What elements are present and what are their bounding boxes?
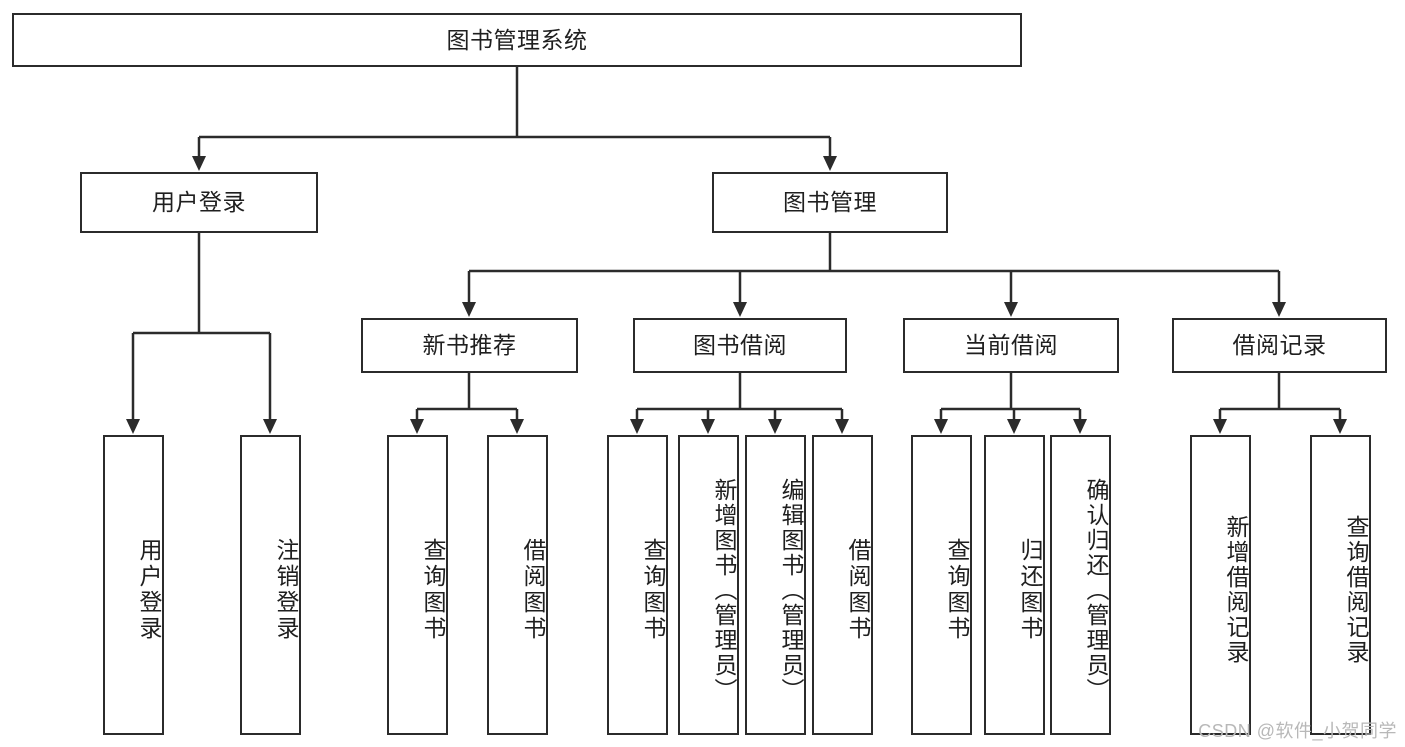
node-book-borrow-label: 图书借阅: [693, 332, 787, 359]
node-book-management-label: 图书管理: [783, 189, 877, 216]
arrow-head-icon: [263, 419, 277, 434]
csdn-watermark: CSDN @软件_小贺同学: [1198, 721, 1397, 741]
arrow-head-icon: [630, 419, 644, 434]
node-leaf-query-book-current[interactable]: 查询图书: [911, 435, 972, 735]
node-leaf-add-borrow-record[interactable]: 新增借阅记录: [1190, 435, 1251, 735]
arrow-head-icon: [1004, 302, 1018, 317]
node-borrow-record[interactable]: 借阅记录: [1172, 318, 1387, 373]
node-leaf-confirm-return-admin-label: 确认归还（管理员）: [1083, 477, 1109, 703]
node-user-login[interactable]: 用户登录: [80, 172, 318, 233]
node-leaf-add-book-admin-label: 新增图书（管理员）: [711, 477, 737, 703]
node-leaf-return-book-label: 归还图书: [1017, 538, 1043, 642]
node-borrow-record-label: 借阅记录: [1232, 332, 1327, 359]
node-leaf-logout-label: 注销登录: [273, 538, 299, 642]
arrow-head-icon: [823, 156, 837, 171]
arrow-head-icon: [934, 419, 948, 434]
arrow-head-icon: [192, 156, 206, 171]
node-leaf-edit-book-admin-label: 编辑图书（管理员）: [778, 477, 804, 703]
arrow-head-icon: [768, 419, 782, 434]
node-current-borrow[interactable]: 当前借阅: [903, 318, 1119, 373]
arrow-head-icon: [462, 302, 476, 317]
node-leaf-borrow-book-rec-label: 借阅图书: [520, 538, 546, 642]
node-root-system-label: 图书管理系统: [446, 26, 588, 53]
node-leaf-query-book-borrow-label: 查询图书: [640, 538, 666, 642]
node-new-book-recommend-label: 新书推荐: [422, 332, 517, 359]
node-leaf-query-book-current-label: 查询图书: [944, 538, 970, 642]
arrow-head-icon: [835, 419, 849, 434]
arrow-head-icon: [701, 419, 715, 434]
node-leaf-query-borrow-record-label: 查询借阅记录: [1343, 515, 1369, 665]
node-new-book-recommend[interactable]: 新书推荐: [361, 318, 578, 373]
node-leaf-logout[interactable]: 注销登录: [240, 435, 301, 735]
node-leaf-query-borrow-record[interactable]: 查询借阅记录: [1310, 435, 1371, 735]
arrow-head-icon: [410, 419, 424, 434]
node-leaf-borrow-book-label: 借阅图书: [845, 538, 871, 642]
node-book-borrow[interactable]: 图书借阅: [633, 318, 847, 373]
node-current-borrow-label: 当前借阅: [964, 332, 1058, 359]
node-leaf-query-book-borrow[interactable]: 查询图书: [607, 435, 668, 735]
node-leaf-user-login-label: 用户登录: [136, 538, 162, 642]
arrow-head-icon: [1073, 419, 1087, 434]
arrow-head-icon: [1333, 419, 1347, 434]
arrow-head-icon: [733, 302, 747, 317]
node-root-system[interactable]: 图书管理系统: [12, 13, 1022, 67]
node-user-login-label: 用户登录: [152, 189, 246, 216]
node-leaf-borrow-book-rec[interactable]: 借阅图书: [487, 435, 548, 735]
arrow-head-icon: [1007, 419, 1021, 434]
node-leaf-user-login[interactable]: 用户登录: [103, 435, 164, 735]
node-book-management[interactable]: 图书管理: [712, 172, 948, 233]
arrow-head-icon: [126, 419, 140, 434]
connector-paths: [126, 67, 1347, 434]
node-leaf-return-book[interactable]: 归还图书: [984, 435, 1045, 735]
node-leaf-add-borrow-record-label: 新增借阅记录: [1223, 515, 1249, 665]
node-leaf-query-book-rec[interactable]: 查询图书: [387, 435, 448, 735]
node-leaf-confirm-return-admin[interactable]: 确认归还（管理员）: [1050, 435, 1111, 735]
arrow-head-icon: [1213, 419, 1227, 434]
node-leaf-borrow-book[interactable]: 借阅图书: [812, 435, 873, 735]
node-leaf-edit-book-admin[interactable]: 编辑图书（管理员）: [745, 435, 806, 735]
arrow-head-icon: [1272, 302, 1286, 317]
node-leaf-add-book-admin[interactable]: 新增图书（管理员）: [678, 435, 739, 735]
node-leaf-query-book-rec-label: 查询图书: [420, 538, 446, 642]
arrow-head-icon: [510, 419, 524, 434]
